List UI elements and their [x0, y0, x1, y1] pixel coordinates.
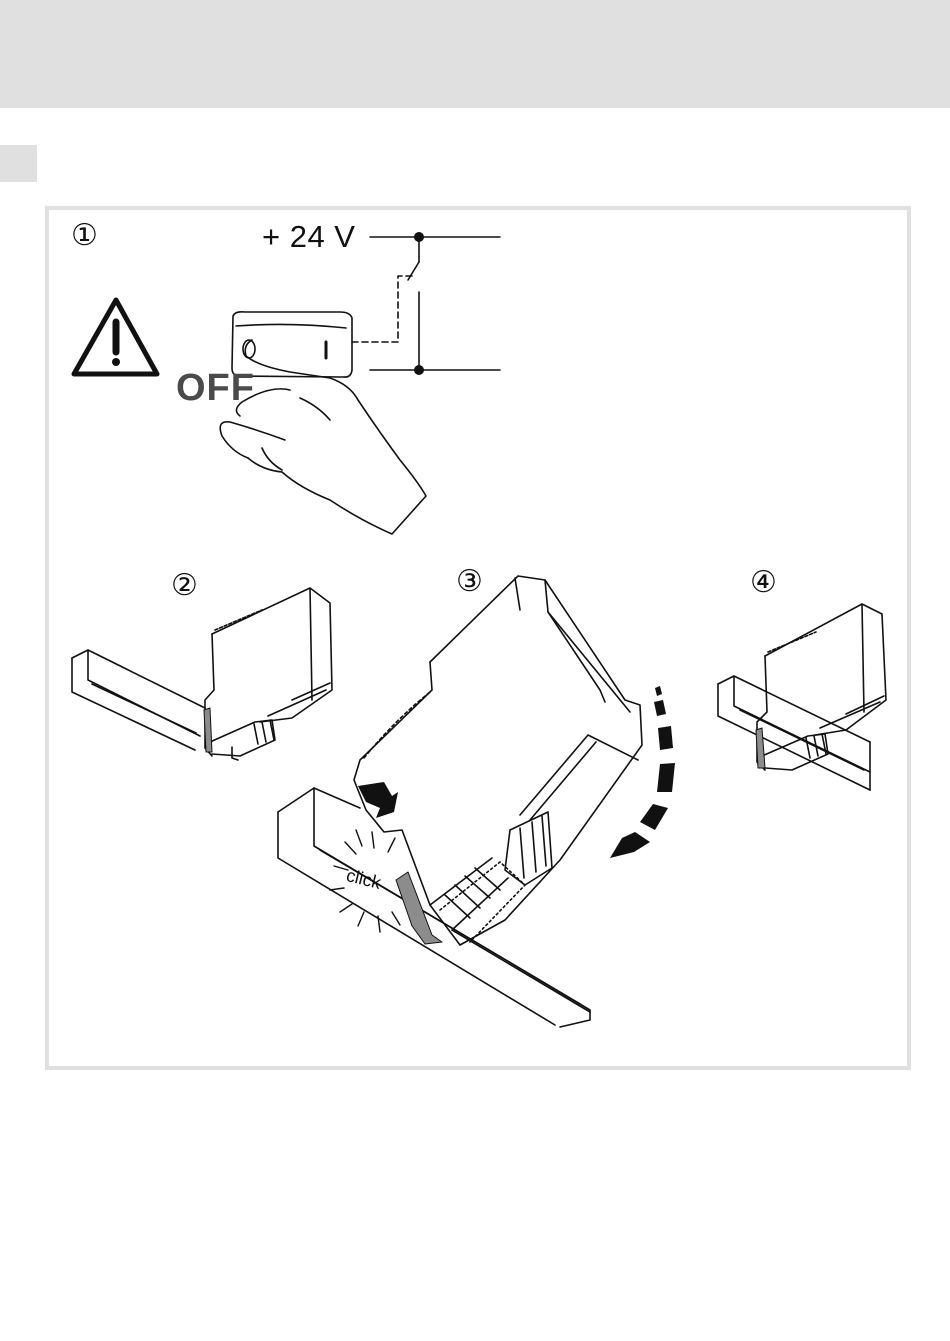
- push-arrow-icon: [358, 782, 398, 818]
- voltage-label: + 24 V: [262, 219, 356, 255]
- off-label: OFF: [176, 367, 255, 410]
- warning-icon: [74, 300, 157, 374]
- device-step-4: [718, 604, 886, 790]
- step-number-4: ④: [750, 568, 777, 598]
- device-step-2: [72, 588, 332, 760]
- step-number-1: ①: [71, 221, 98, 251]
- latch-step-2: [204, 708, 212, 752]
- device-step-3: [278, 576, 642, 1027]
- junction-dot-bottom: [414, 365, 424, 375]
- step-number-3: ③: [456, 567, 483, 597]
- rotate-arrow-icon: [610, 686, 675, 858]
- latch-step-4: [756, 728, 765, 768]
- junction-dot-top: [414, 232, 424, 242]
- circuit-diagram: [352, 232, 500, 375]
- step-number-2: ②: [171, 571, 198, 601]
